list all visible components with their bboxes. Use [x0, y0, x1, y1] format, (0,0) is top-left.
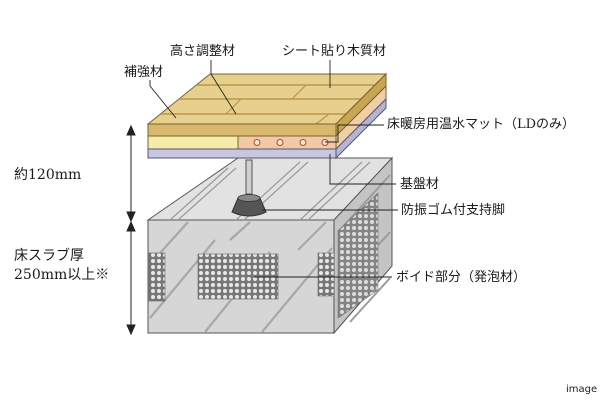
label-anti-vibration-support: 防振ゴム付支持脚	[401, 203, 506, 218]
reinforcement-layer	[147, 135, 239, 150]
wood-front-face	[147, 123, 337, 137]
leader-lines	[149, 60, 398, 278]
label-base-board: 基盤材	[400, 177, 440, 192]
label-reinforcement: 補強材	[124, 65, 164, 80]
dimension-slab-value: 250mm以上※	[14, 267, 110, 283]
base-board-front	[147, 148, 337, 159]
label-void: ボイド部分（発泡材）	[396, 270, 527, 285]
void-patch-left	[148, 252, 166, 302]
support-leg	[231, 159, 267, 217]
base-board-side	[335, 97, 387, 160]
floor-layers	[146, 72, 388, 160]
image-note: image	[566, 384, 598, 395]
label-heating-mat: 床暖房用温水マット（LDのみ）	[387, 117, 576, 132]
heating-mat-layer	[237, 135, 337, 150]
void-patch-side-b	[337, 192, 379, 319]
label-height-adjuster: 高さ調整材	[170, 44, 236, 59]
dimension-slab-title: 床スラブ厚	[14, 248, 84, 264]
concrete-slab	[146, 156, 394, 335]
dimension-arrows	[126, 124, 136, 336]
dimension-floor-height: 約120mm	[14, 167, 82, 183]
void-patch-center	[197, 253, 279, 300]
heating-tubes	[253, 139, 329, 146]
void-patch-side-a	[317, 252, 335, 297]
label-sheet-wood: シート貼り木質材	[282, 44, 387, 59]
